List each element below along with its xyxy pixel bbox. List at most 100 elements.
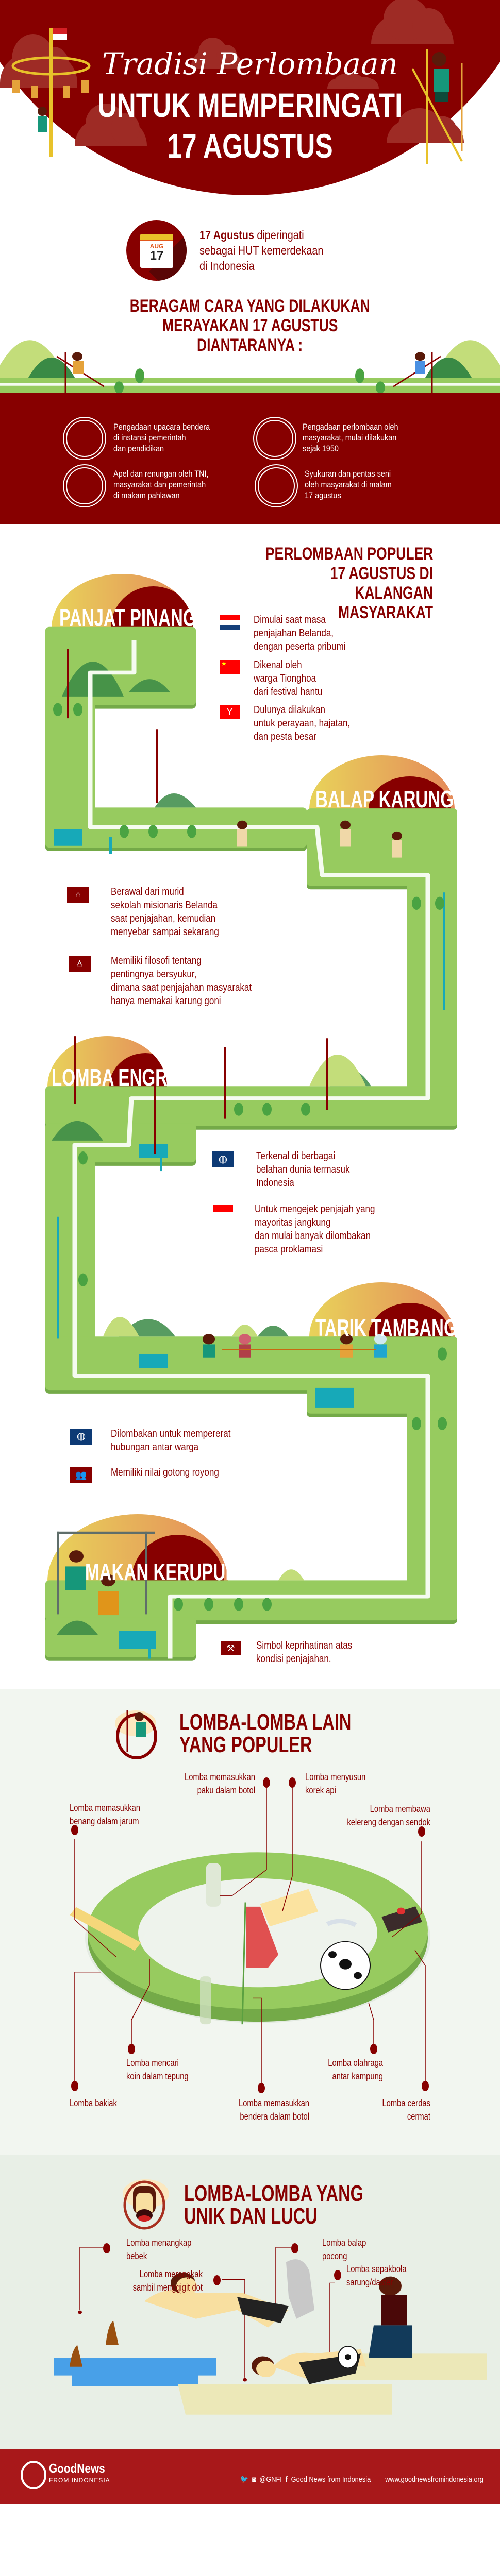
popular-heading: PERLOMBAAN POPULER 17 AGUSTUS DI KALANGA… (206, 544, 433, 622)
marker-dot (291, 2243, 298, 2253)
facebook-page-link[interactable]: Good News from Indonesia (291, 2475, 371, 2484)
celebration-item: Pengadaan perlombaan oleh masyarakat, mu… (303, 422, 398, 453)
calendar-badge: AUG 17 (126, 220, 187, 281)
sun-decoration (309, 1282, 455, 1337)
marker-dot (103, 2243, 110, 2253)
contest-label-balap-karung: BALAP KARUNG (315, 786, 454, 812)
contest-label: Lomba mencari koin dalam tepung (126, 2058, 189, 2081)
soldier-beret-icon (66, 467, 103, 504)
contest-label: Lomba balap pocong (322, 2238, 366, 2261)
marker-dot (370, 2044, 377, 2054)
glass-icon: Y (220, 705, 240, 719)
marker-dot (334, 2270, 341, 2280)
marker-dot (289, 1777, 296, 1788)
goodnews-logo-icon (21, 2461, 46, 2489)
celebration-item: Apel dan renungan oleh TNI, masyarakat d… (113, 469, 209, 500)
marker-dot (71, 2081, 78, 2091)
contest-label: Lomba merangkak sambil menggigit dot (132, 2269, 203, 2293)
heading-line: MERAYAKAN 17 AGUSTUS (162, 316, 338, 335)
fact-text: Memiliki nilai gotong royong (111, 1467, 219, 1478)
intro-rest: diperingati sebagai HUT kemerdekaan di I… (199, 228, 324, 273)
celebration-item: Pengadaan upacara bendera di instansi pe… (113, 422, 210, 453)
marker-dot (418, 1826, 425, 1837)
contest-label: Lomba olahraga antar kampung (328, 2058, 383, 2081)
fact-text: Untuk mengejek penjajah yang mayoritas j… (255, 1204, 375, 1255)
heading-line: BERAGAM CARA YANG DILAKUKAN (129, 296, 371, 316)
calendar-month: AUG (149, 243, 164, 250)
contest-label-panjat-pinang: PANJAT PINANG (59, 604, 196, 631)
hero-title-script: Tradisi Perlombaan (102, 46, 398, 81)
praying-person-icon: ♙ (69, 956, 91, 972)
hero-title-line3-text: 17 AGUSTUS (167, 127, 333, 165)
marker-dot (258, 2083, 265, 2093)
tools-icon: ⚒ (221, 1641, 241, 1655)
flag-icon (66, 420, 103, 457)
dancer-icon (258, 467, 295, 504)
fact-text: Memiliki filosofi tentang pentingnya ber… (111, 955, 252, 1007)
globe-icon: ◍ (212, 1151, 234, 1167)
contest-route-map (45, 626, 457, 1661)
netherlands-flag-icon (220, 615, 240, 630)
contest-ring-illustration (70, 1785, 430, 2088)
celebration-item: Syukuran dan pentas seni oleh masyarakat… (305, 469, 392, 500)
intro-bold: 17 Agustus (199, 228, 254, 242)
people-icon: 👥 (70, 1467, 92, 1483)
red-bar-icon (213, 1205, 233, 1212)
heading-line: 17 AGUSTUS DI KALANGAN (330, 564, 433, 603)
contest-label: Lomba sepakbola sarung/daster (346, 2264, 407, 2287)
intro-text: 17 Agustus diperingati sebagai HUT kemer… (199, 227, 341, 274)
cloud-decoration (387, 108, 464, 143)
cloud-decoration (327, 73, 379, 89)
panjat-pinang-pole-illustration (11, 28, 91, 157)
contest-label: Lomba cerdas cermat (382, 2098, 430, 2122)
globe-icon: ◍ (70, 1429, 92, 1445)
marker-dot (128, 2044, 135, 2054)
china-flag-icon: ★ (220, 660, 240, 674)
marker-dot (213, 2275, 221, 2285)
open-mouth-face-icon (123, 2179, 169, 2230)
calendar-day: 17 (149, 249, 164, 263)
cloud-decoration (75, 103, 147, 146)
infographic: Tradisi Perlombaan UNTUK MEMPERINGATI 17… (0, 0, 500, 2504)
contest-label: Lomba memasukkan paku dalam botol (184, 1772, 255, 1795)
hero-title-line2: UNTUK MEMPERINGATI (0, 86, 500, 125)
funny-contests-illustration (54, 2247, 487, 2415)
marker-dot (71, 1825, 78, 1835)
brand-name: GoodNews (49, 2461, 105, 2476)
hero-title-line2-text: UNTUK MEMPERINGATI (97, 86, 403, 124)
contest-label: Lomba memasukkan bendera dalam botol (238, 2098, 309, 2122)
contest-label: Lomba menangkap bebek (126, 2238, 192, 2261)
celebrations-heading: BERAGAM CARA YANG DILAKUKAN MERAYAKAN 17… (0, 296, 500, 355)
school-icon: ⌂ (67, 887, 89, 903)
contest-label: Lomba membawa kelereng dengan sendok (347, 1804, 430, 1827)
fact-text: Simbol keprihatinan atas kondisi penjaja… (256, 1640, 353, 1665)
marker-dot (422, 2081, 429, 2091)
calendar-icon: AUG 17 (140, 234, 173, 268)
cloud-decoration (191, 38, 242, 69)
footer: GoodNews FROM INDONESIA 🐦 ◙ @GNFI f Good… (0, 2449, 500, 2504)
celebrations-band: Pengadaan upacara bendera di instansi pe… (0, 393, 500, 524)
marker-dot (263, 1777, 270, 1788)
facebook-icon[interactable]: f (285, 2475, 288, 2484)
website-link[interactable]: www.goodnewsfromindonesia.org (385, 2475, 484, 2484)
fact-text: Dikenal oleh warga Tionghoa dari festiva… (254, 659, 323, 698)
contest-label-tarik-tambang: TARIK TAMBANG (315, 1314, 457, 1341)
brand-subtitle: FROM INDONESIA (49, 2477, 110, 2484)
fact-text: Dimulai saat masa penjajahan Belanda, de… (254, 614, 346, 652)
contest-label: Lomba menyusun korek api (305, 1772, 366, 1795)
fact-text: Terkenal di berbagai belahan dunia terma… (256, 1150, 350, 1189)
instagram-icon[interactable]: ◙ (252, 2475, 256, 2484)
social-handle[interactable]: @GNFI (259, 2475, 282, 2484)
hero-title-line3: 17 AGUSTUS (0, 126, 500, 165)
other-contests-title: LOMBA-LOMBA LAIN YANG POPULER (179, 1709, 352, 1757)
contest-label: Lomba bakiak (70, 2098, 117, 2108)
heading-line: DIANTARANYA : (197, 335, 303, 355)
stilt-walker-illustration (412, 49, 463, 164)
cloud-decoration (371, 0, 454, 44)
stilt-no-sign-icon (115, 1710, 157, 1759)
unique-contests-title: LOMBA-LOMBA YANG UNIK DAN LUCU (184, 2181, 363, 2229)
heading-line: MASYARAKAT (338, 603, 433, 622)
fact-text: Dulunya dilakukan untuk perayaan, hajata… (254, 704, 351, 742)
twitter-icon[interactable]: 🐦 (240, 2475, 249, 2484)
footer-links: 🐦 ◙ @GNFI f Good News from Indonesia www… (240, 2472, 484, 2486)
